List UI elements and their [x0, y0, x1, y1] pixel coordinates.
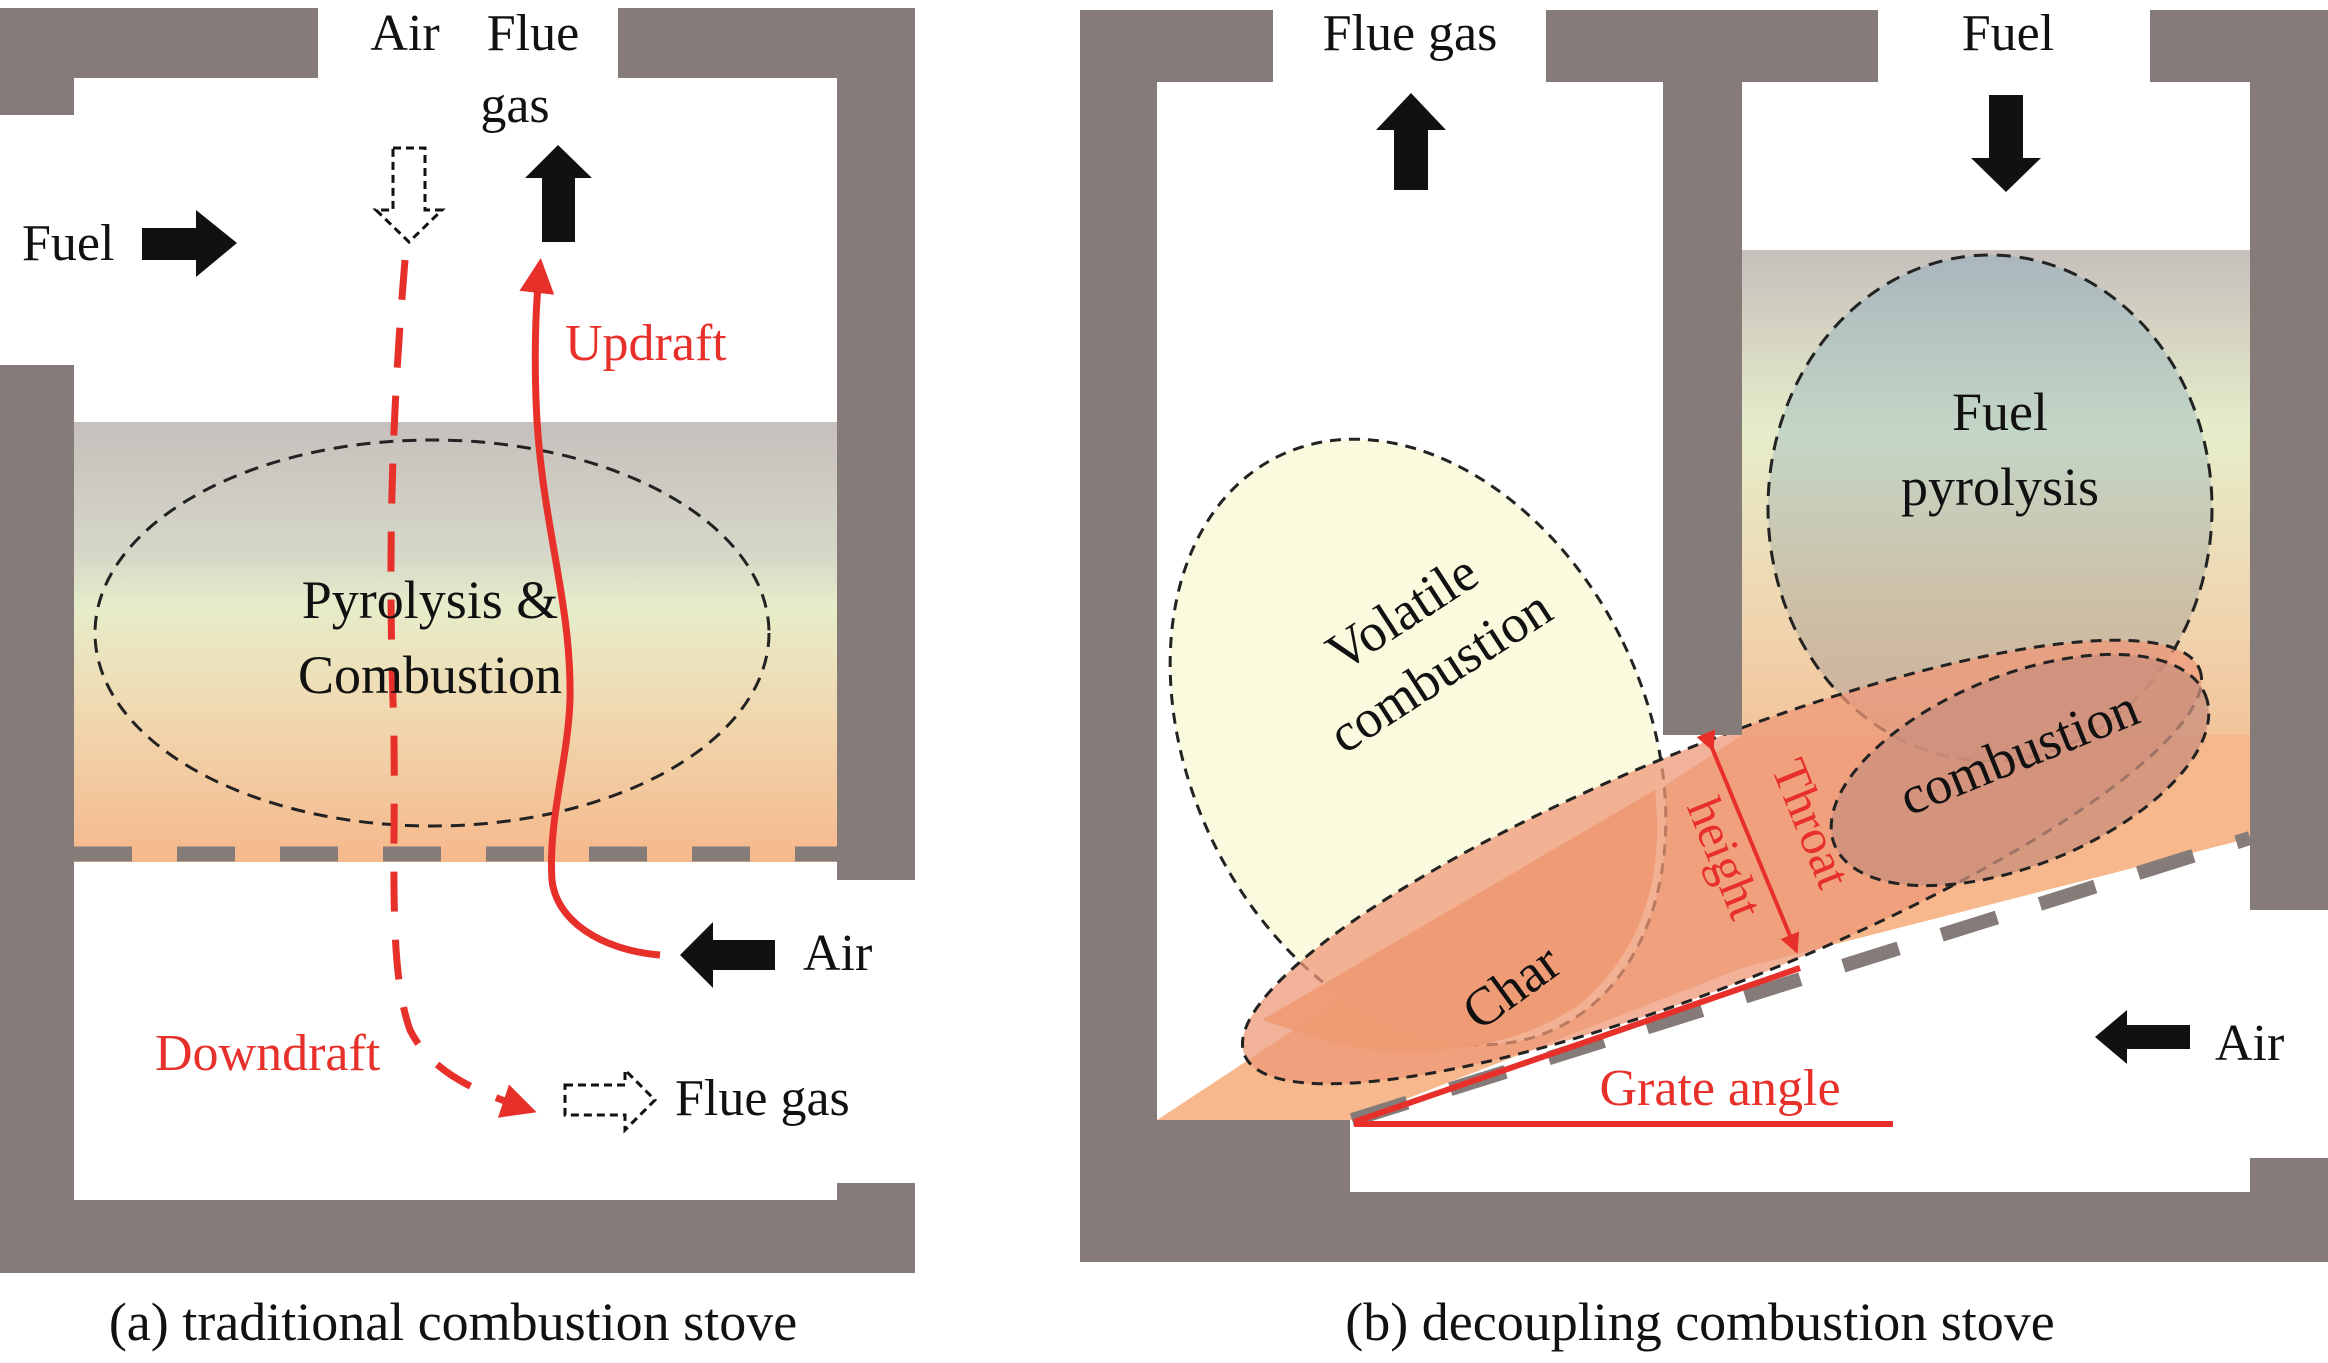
label-fuel-side-a: Fuel [22, 215, 114, 272]
walls-b [1080, 10, 2328, 1262]
label-downdraft: Downdraft [155, 1025, 381, 1082]
wall-right-upper-b [2250, 10, 2328, 910]
arrow-down-icon [1971, 95, 2041, 192]
panel-b-decoupling-stove: Flue gas Fuel Fuel pyrolysis Volatile co… [1080, 5, 2328, 1352]
pyrolysis-combustion-zone-a [93, 438, 771, 828]
label-flue-top-b: Flue gas [1323, 5, 1498, 62]
grate-angle-slope-line [1353, 965, 1801, 1125]
label-grate-angle: Grate angle [1599, 1060, 1840, 1117]
caption-b: (b) decoupling combustion stove [1345, 1292, 2054, 1352]
char-combustion-zone [1829, 652, 2211, 888]
panel-a-traditional-stove: Air Flue gas Fuel Updraft Pyrolysis & Co… [0, 5, 915, 1352]
arrow-left-icon [680, 922, 775, 988]
wall-right-upper-a [837, 8, 915, 880]
double-arrow-icon [1696, 729, 1800, 954]
arrow-up-icon [1376, 93, 1446, 190]
wall-bottom-b [1080, 1192, 2328, 1262]
label-air-top-a: Air [370, 5, 439, 62]
wall-left-upper-a [0, 8, 74, 115]
arrow-up-icon [525, 145, 592, 242]
label-pyrolysis-line1: Fuel [1952, 382, 2048, 442]
label-gas-top-a: gas [480, 77, 549, 134]
fuel-bed-a [74, 422, 837, 862]
label-zone-line2-a: Combustion [298, 645, 562, 705]
wall-left-lower-a [0, 365, 74, 1273]
label-flue-bottom-a: Flue gas [675, 1070, 850, 1127]
updraft-flow-line [519, 258, 661, 959]
downdraft-flow-line [387, 259, 537, 1118]
label-fuel-top-b: Fuel [1962, 5, 2054, 62]
arrow-left-icon [2095, 1010, 2190, 1064]
label-air-side-a: Air [803, 925, 872, 982]
label-updraft: Updraft [565, 315, 727, 372]
wall-left-b [1080, 10, 1157, 1262]
caption-a: (a) traditional combustion stove [109, 1292, 797, 1352]
dashed-arrow-right-icon [563, 1066, 658, 1134]
wall-divider-b [1663, 10, 1742, 735]
arrow-right-icon [142, 210, 237, 277]
wall-bottom-a [0, 1200, 915, 1273]
dashed-arrow-down-icon [372, 146, 446, 245]
label-flue-top-a: Flue [487, 5, 579, 62]
label-air-side-b: Air [2215, 1015, 2284, 1072]
walls-a [0, 8, 915, 1273]
label-zone-line1-a: Pyrolysis & [302, 570, 559, 630]
label-pyrolysis-line2: pyrolysis [1901, 457, 2099, 517]
